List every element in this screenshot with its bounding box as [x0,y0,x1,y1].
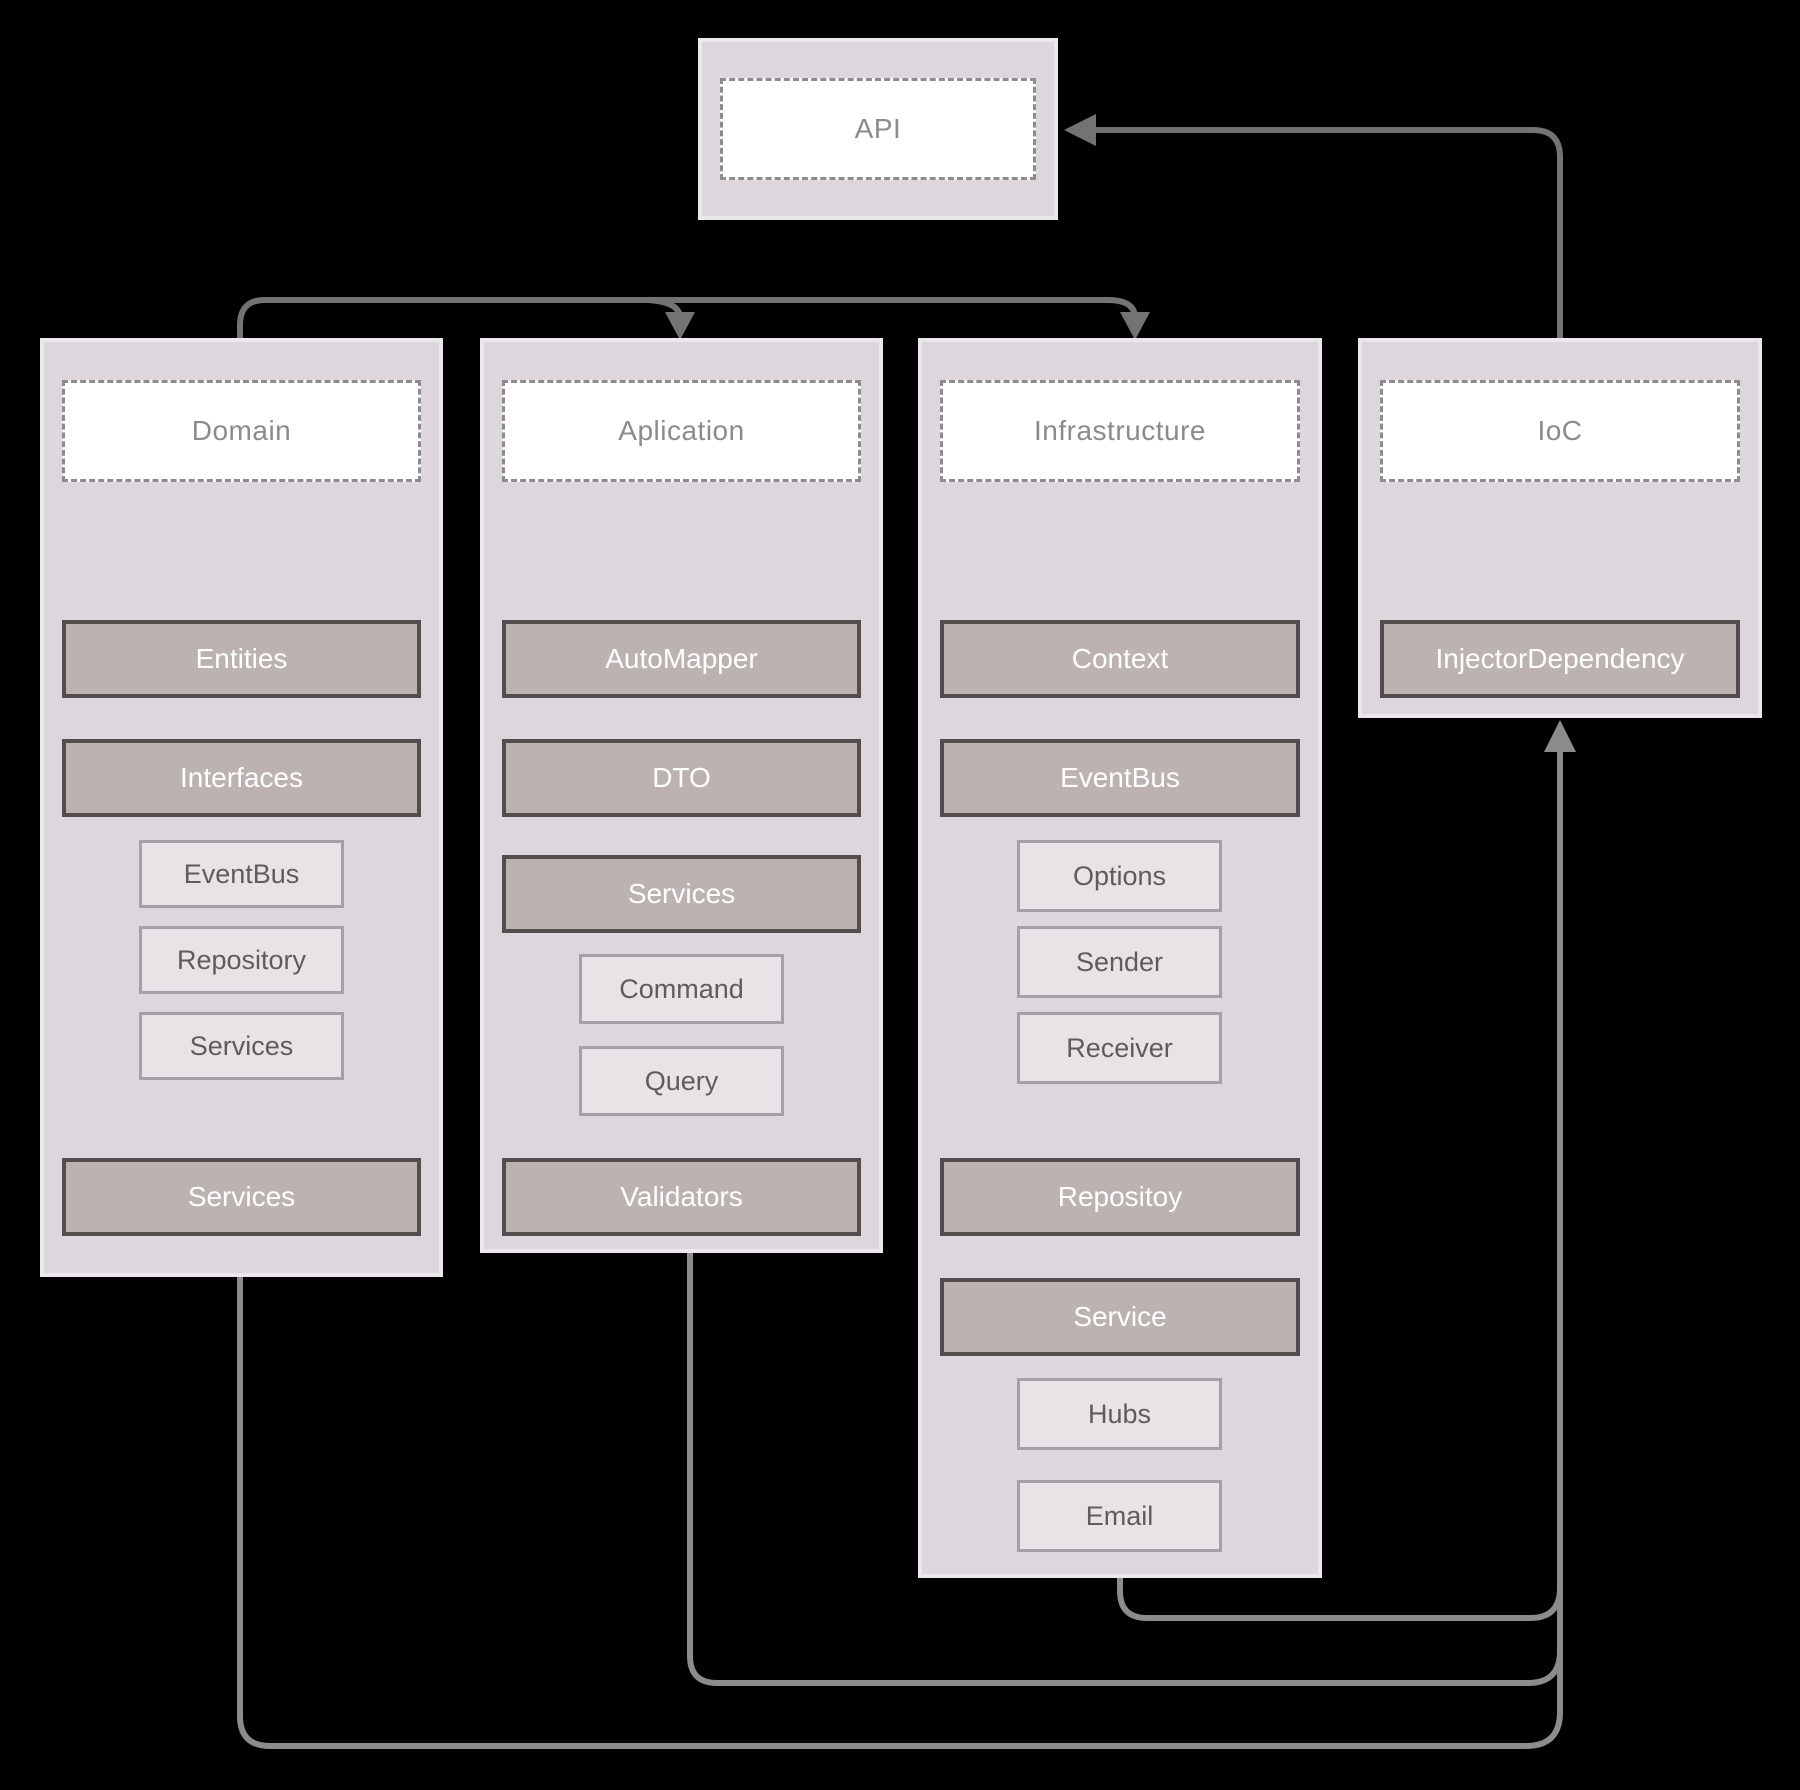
column-aplication: Aplication AutoMapper DTO Services Comma… [480,338,883,1253]
node-query: Query [579,1046,784,1116]
arrow-infrastructure-to-ioc [1117,1576,1563,1621]
arrow-domain-to-infrastructure [640,297,1138,319]
column-domain: Domain Entities Interfaces EventBus Repo… [40,338,443,1277]
node-context: Context [940,620,1300,698]
column-title: Infrastructure [1034,415,1206,446]
node-interfaces: Interfaces [62,739,421,817]
arrowhead-aplication [665,312,695,340]
node-services-light: Services [139,1012,344,1080]
node-service: Service [940,1278,1300,1356]
node-validators: Validators [502,1158,861,1236]
node-repositoy: Repositoy [940,1158,1300,1236]
node-services-aplication: Services [502,855,861,933]
column-infrastructure: Infrastructure Context EventBus Options … [918,338,1322,1578]
node-entities: Entities [62,620,421,698]
node-email: Email [1017,1480,1222,1552]
column-title: Domain [191,415,292,446]
column-header-infrastructure: Infrastructure [940,380,1300,482]
node-command: Command [579,954,784,1024]
column-title: IoC [1537,415,1583,446]
node-automapper: AutoMapper [502,620,861,698]
arrow-aplication-to-ioc [687,1251,1563,1686]
node-eventbus-domain: EventBus [139,840,344,908]
api-panel: API [698,38,1058,220]
node-hubs: Hubs [1017,1378,1222,1450]
api-label: API [854,113,902,144]
node-injectordependency: InjectorDependency [1380,620,1740,698]
arrowhead-ioc [1544,720,1576,752]
column-title: Aplication [618,415,745,446]
column-header-aplication: Aplication [502,380,861,482]
node-sender: Sender [1017,926,1222,998]
column-header-domain: Domain [62,380,421,482]
api-node: API [720,78,1036,180]
column-header-ioc: IoC [1380,380,1740,482]
arrow-domain-to-aplication [237,297,683,340]
node-repository: Repository [139,926,344,994]
node-receiver: Receiver [1017,1012,1222,1084]
arrow-ioc-to-api [1092,127,1563,340]
node-options: Options [1017,840,1222,912]
node-services-domain: Services [62,1158,421,1236]
arrowhead-api [1064,114,1096,146]
node-eventbus-infra: EventBus [940,739,1300,817]
arrowhead-infrastructure [1120,312,1150,340]
arrow-domain-to-ioc [237,750,1563,1749]
node-dto: DTO [502,739,861,817]
column-ioc: IoC InjectorDependency [1358,338,1762,718]
